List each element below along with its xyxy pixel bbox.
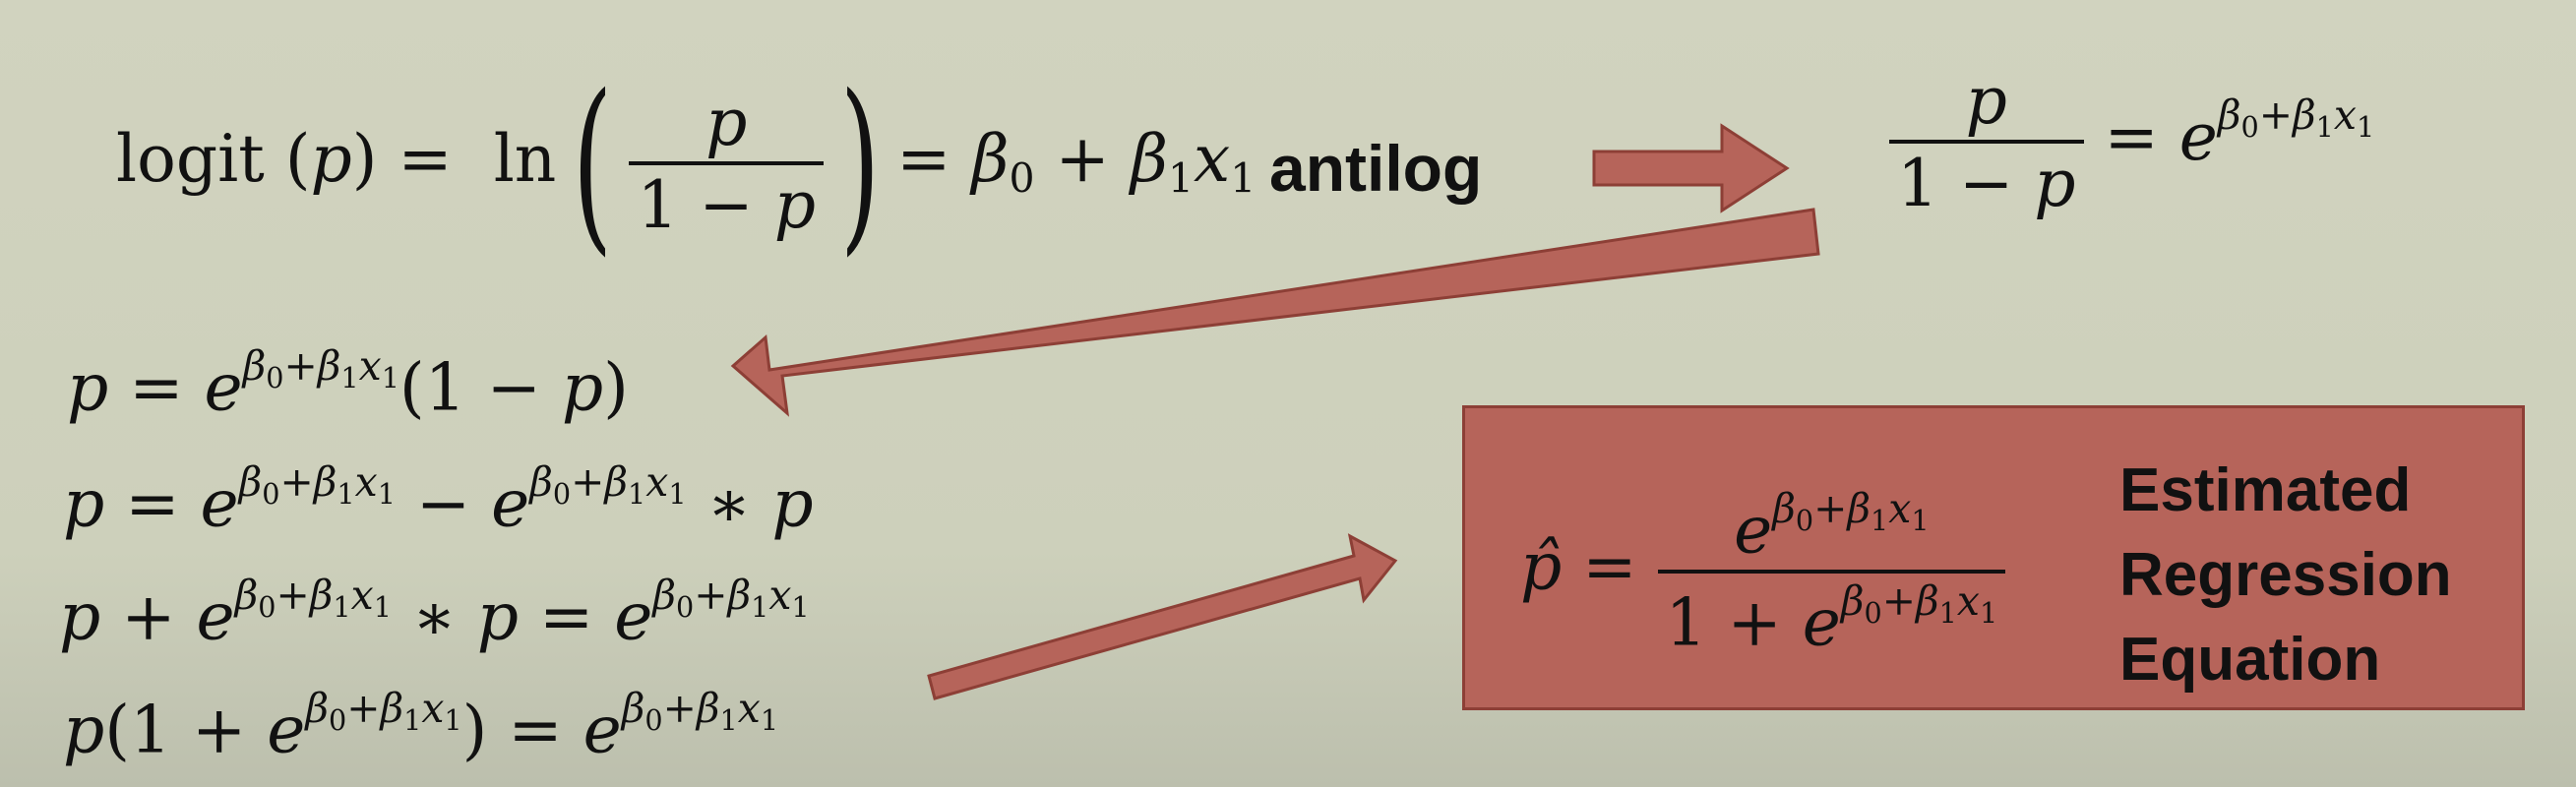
result-arrow bbox=[927, 533, 1398, 700]
odds-denominator: 1 − p bbox=[637, 167, 816, 243]
antilog-label: antilog bbox=[1269, 132, 1483, 205]
odds-numerator: p bbox=[629, 91, 824, 165]
linear-predictor: = β0 + β1x1 bbox=[896, 121, 1257, 203]
logit-var: p bbox=[310, 121, 352, 197]
box-label-line-2: Regression bbox=[2119, 541, 2452, 609]
box-label-line-3: Equation bbox=[2119, 626, 2381, 694]
step-1: p = eβ0+β1x1(1 − p) bbox=[67, 342, 629, 426]
step-2: p = eβ0+β1x1 − eβ0+β1x1 ∗ p bbox=[63, 458, 814, 542]
result-numerator: eβ0+β1x1 bbox=[1657, 489, 2006, 574]
box-label-line-1: Estimated bbox=[2119, 456, 2412, 524]
odds-denominator-2: 1 − p bbox=[1897, 146, 2076, 221]
result-box bbox=[1462, 405, 2525, 710]
logit-close: ) = ln bbox=[351, 121, 557, 197]
back-arrow bbox=[730, 208, 1820, 417]
right-arrow bbox=[1592, 123, 1790, 213]
exp-expression: = eβ0+β1x1 bbox=[2083, 91, 2375, 175]
odds-numerator-2: p bbox=[1889, 69, 2084, 144]
step-3: p + eβ0+β1x1 ∗ p = eβ0+β1x1 bbox=[59, 572, 810, 655]
result-denominator: 1 + eβ0+β1x1 bbox=[1665, 576, 1998, 661]
box-label: Estimated Regression Equation bbox=[2119, 449, 2452, 702]
close-paren: ) bbox=[839, 55, 881, 272]
step-4: p(1 + eβ0+β1x1) = eβ0+β1x1 bbox=[63, 685, 779, 768]
logit-text: logit ( bbox=[116, 121, 311, 197]
open-paren: ( bbox=[572, 55, 613, 272]
